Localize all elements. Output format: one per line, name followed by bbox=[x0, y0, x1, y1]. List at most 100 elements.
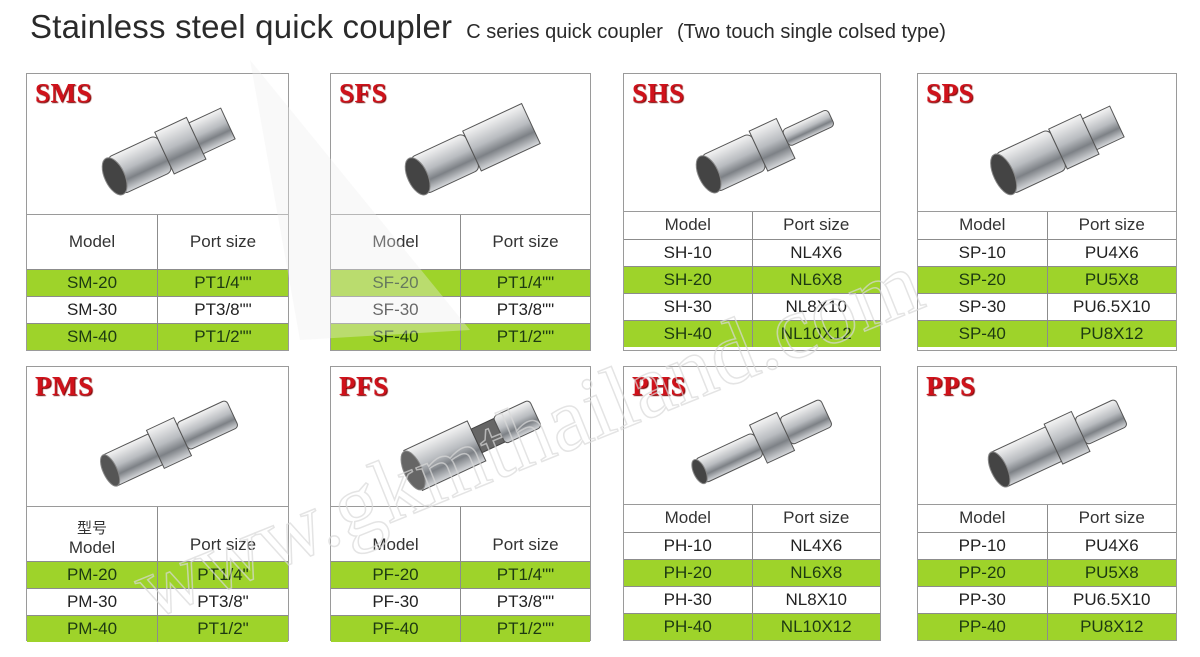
port-size-cell: PT3/8"" bbox=[157, 295, 288, 323]
port-size-cell: NL6X8 bbox=[752, 558, 880, 586]
port-size-column-header: Port size bbox=[492, 534, 559, 554]
model-column-header: Model bbox=[331, 215, 461, 269]
model-cell: SF-20 bbox=[331, 268, 461, 296]
model-cell: PH-20 bbox=[624, 558, 753, 586]
port-size-cell: PU8X12 bbox=[1047, 612, 1176, 640]
port-size-cell: PT1/2"" bbox=[157, 322, 288, 350]
model-cell: PF-20 bbox=[331, 560, 461, 588]
model-cell: PF-40 bbox=[331, 614, 461, 642]
product-photo: PHS bbox=[624, 367, 880, 505]
model-column-header: Model bbox=[918, 212, 1048, 239]
model-column-header: Model bbox=[624, 212, 753, 239]
port-size-column-header: Port size bbox=[189, 231, 257, 251]
female-socket-hose-barb-icon bbox=[695, 109, 834, 194]
model-cell: PP-30 bbox=[918, 585, 1048, 613]
female-socket-male-thread-icon bbox=[101, 107, 236, 196]
port-size-cell: PU5X8 bbox=[1047, 558, 1176, 586]
port-size-cell: PT1/2" bbox=[157, 614, 288, 642]
page-title: Stainless steel quick coupler bbox=[30, 8, 453, 45]
model-cell: SH-20 bbox=[624, 265, 753, 293]
port-size-cell: PT3/8"" bbox=[460, 587, 590, 615]
port-size-cell: PU8X12 bbox=[1047, 319, 1176, 347]
port-size-cell: NL10X12 bbox=[752, 319, 880, 347]
model-cell: PH-10 bbox=[624, 531, 753, 559]
port-size-cell: PT1/2"" bbox=[460, 322, 590, 350]
female-socket-female-thread-icon bbox=[404, 102, 541, 196]
port-size-cell: NL4X6 bbox=[752, 238, 880, 266]
port-size-cell: NL4X6 bbox=[752, 531, 880, 559]
model-cell: SP-30 bbox=[918, 292, 1048, 320]
product-code: PPS bbox=[926, 371, 976, 401]
model-cell: SM-30 bbox=[27, 295, 158, 323]
product-code: PMS bbox=[35, 371, 94, 401]
model-column-header: Model bbox=[331, 507, 461, 561]
product-photo: SHS bbox=[624, 74, 880, 212]
product-code: SHS bbox=[632, 78, 685, 108]
model-cell: SM-20 bbox=[27, 268, 158, 296]
port-size-cell: PT1/2"" bbox=[460, 614, 590, 642]
model-cell: PP-40 bbox=[918, 612, 1048, 640]
model-cell: PM-30 bbox=[27, 587, 158, 615]
port-size-cell: PT3/8" bbox=[157, 587, 288, 615]
port-size-cell: NL8X10 bbox=[752, 292, 880, 320]
model-cell: SF-40 bbox=[331, 322, 461, 350]
plug-hose-barb-icon bbox=[691, 399, 832, 485]
product-code: SMS bbox=[35, 78, 93, 108]
model-cell: SP-10 bbox=[918, 238, 1048, 266]
product-photo: SPS bbox=[918, 74, 1176, 212]
model-column-header-en: Model bbox=[68, 537, 116, 557]
port-size-column-header: Port size bbox=[1078, 215, 1145, 235]
port-size-column-header: Port size bbox=[492, 231, 559, 251]
port-size-cell: NL6X8 bbox=[752, 265, 880, 293]
product-code: PFS bbox=[339, 371, 389, 401]
model-cell: PM-40 bbox=[27, 614, 158, 642]
model-cell: PH-30 bbox=[624, 585, 753, 613]
model-column-header-cn: 型号 bbox=[76, 519, 107, 537]
product-photo: SMS bbox=[27, 74, 288, 215]
product-code: SPS bbox=[926, 78, 975, 108]
port-size-column-header: Port size bbox=[189, 534, 257, 554]
port-size-cell: PT1/4" bbox=[157, 560, 288, 588]
port-size-cell: PT1/4"" bbox=[460, 560, 590, 588]
model-cell: SP-40 bbox=[918, 319, 1048, 347]
model-cell: SM-40 bbox=[27, 322, 158, 350]
port-size-column-header: Port size bbox=[783, 508, 850, 528]
spec-header-row: Model Port size bbox=[918, 212, 1176, 239]
port-size-column-header: Port size bbox=[783, 215, 850, 235]
product-photo: PMS bbox=[27, 367, 288, 507]
